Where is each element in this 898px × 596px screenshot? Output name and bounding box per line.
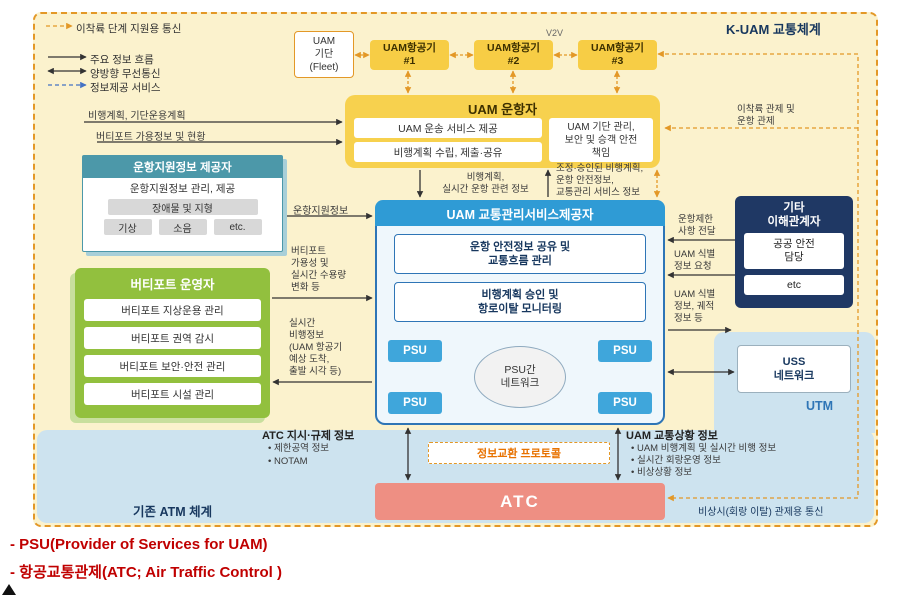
- flow-label-traffic-status-item-2: • 실시간 회랑운영 정보: [631, 455, 721, 466]
- vertiport-item-ground-ops: 버티포트 지상운용 관리: [84, 299, 261, 321]
- tms-provider-title: UAM 교통관리서비스제공자: [375, 200, 665, 226]
- flow-label-id-info: UAM 식별 정보, 궤적 정보 등: [674, 289, 716, 324]
- vertiport-item-facility: 버티포트 시설 관리: [84, 383, 261, 405]
- flow-label-id-request: UAM 식별 정보 요청: [674, 249, 716, 272]
- flow-label-plan-realtime-info: 비행계획, 실시간 운항 관련 정보: [442, 172, 529, 195]
- support-info-provider-box: 운항지원정보 제공자 운항지원정보 관리, 제공 장애물 및 지형 기상 소음 …: [82, 155, 283, 252]
- tms-function-plan-approval: 비행계획 승인 및 항로이탈 모니터링: [394, 282, 646, 322]
- flow-label-approved-plan: 조정·승인된 비행계획, 운항 안전정보, 교통관리 서비스 정보: [556, 163, 644, 198]
- legend-label-landing-comm: 이착륙 단계 지원용 통신: [76, 23, 182, 35]
- flow-label-traffic-status-item-1: • UAM 비행계획 및 실시간 비행 정보: [631, 443, 777, 454]
- support-info-desc: 운항지원정보 관리, 제공: [129, 183, 236, 195]
- utm-label: UTM: [806, 399, 834, 413]
- footnote-atc: - 항공교통관제(ATC; Air Traffic Control ): [10, 564, 282, 581]
- psu-box-bottom-left: PSU: [388, 392, 442, 414]
- vertiport-item-security-safety: 버티포트 보안·안전 관리: [84, 355, 261, 377]
- footnote-psu: - PSU(Provider of Services for UAM): [10, 536, 268, 553]
- support-chip-noise: 소음: [158, 219, 207, 235]
- vertiport-item-area-monitoring: 버티포트 권역 감시: [84, 327, 261, 349]
- psu-box-top-right: PSU: [598, 340, 652, 362]
- legend-label-info-service: 정보제공 서비스: [90, 82, 161, 94]
- uam-aircraft-2-box: UAM항공기 #2: [474, 40, 553, 70]
- uam-operator-title: UAM 운항자: [467, 102, 538, 117]
- psu-network-ellipse: PSU간 네트워크: [474, 346, 566, 408]
- operator-item-flight-plan: 비행계획 수립, 제출·공유: [354, 142, 542, 162]
- operator-item-transport-service: UAM 운송 서비스 제공: [354, 118, 542, 138]
- legend-label-bidirectional: 양방향 무선통신: [90, 68, 161, 80]
- flow-label-realtime-flight-info: 실시간 비행정보 (UAM 항공기 예상 도착, 출발 시각 등): [289, 318, 343, 377]
- flow-label-vertiport-availability: 버티포트 가용정보 및 현황: [96, 132, 206, 143]
- flow-label-takeoff-landing-control: 이착륙 관제 및 운항 관제: [737, 104, 795, 127]
- uam-aircraft-1-box: UAM항공기 #1: [370, 40, 449, 70]
- atc-box: ATC: [375, 483, 665, 520]
- psu-box-bottom-right: PSU: [598, 392, 652, 414]
- stakeholder-etc: etc: [744, 275, 844, 295]
- flow-label-atc-directive-title: ATC 지시·규제 정보: [262, 430, 355, 442]
- flow-label-atc-directive-item-2: • NOTAM: [268, 456, 308, 467]
- support-chip-etc: etc.: [213, 219, 262, 235]
- flow-label-traffic-status-title: UAM 교통상황 정보: [626, 430, 718, 442]
- info-exchange-protocol-box: 정보교환 프로토콜: [428, 442, 610, 464]
- tms-function-safety-info: 운항 안전정보 공유 및 교통흐름 관리: [394, 234, 646, 274]
- flow-label-emergency-comm: 비상시(회랑 이탈) 관제용 통신: [698, 507, 824, 518]
- flow-label-operation-restriction: 운항제한 사항 전달: [678, 214, 716, 237]
- legend-label-main-flow: 주요 정보 흐름: [90, 54, 154, 66]
- uam-aircraft-3-box: UAM항공기 #3: [578, 40, 657, 70]
- flow-label-vertiport-capacity: 버티포트 가용성 및 실시간 수용량 변화 등: [291, 246, 347, 293]
- operator-item-fleet-safety: UAM 기단 관리, 보안 및 승객 안전 책임: [549, 118, 653, 162]
- other-stakeholders-title: 기타 이해관계자: [767, 202, 821, 228]
- other-stakeholders-box: 기타 이해관계자 공공 안전 담당 etc: [735, 196, 853, 308]
- corner-marker-triangle: [2, 584, 16, 595]
- flow-label-flight-plan: 비행계획, 기단운용계획: [88, 111, 186, 122]
- support-info-provider-title: 운항지원정보 제공자: [83, 156, 282, 178]
- flow-label-atc-directive-item-1: • 제한공역 정보: [268, 443, 330, 454]
- kuam-region-label: K-UAM 교통체계: [726, 22, 821, 37]
- flow-label-traffic-status-item-3: • 비상상황 정보: [631, 467, 693, 478]
- support-item-obstacle-terrain: 장애물 및 지형: [107, 199, 258, 215]
- v2v-label: V2V: [546, 28, 564, 38]
- vertiport-operator-title: 버티포트 운영자: [130, 278, 215, 292]
- flow-label-support-info: 운항지원정보: [293, 206, 349, 217]
- atm-region-label: 기존 ATM 체계: [133, 505, 213, 519]
- uss-network-box: USS 네트워크: [737, 345, 851, 393]
- psu-box-top-left: PSU: [388, 340, 442, 362]
- stakeholder-public-safety: 공공 안전 담당: [744, 233, 844, 269]
- uam-fleet-box: UAM 기단 (Fleet): [294, 31, 354, 78]
- support-chip-weather: 기상: [103, 219, 152, 235]
- vertiport-operator-box: 버티포트 운영자 버티포트 지상운용 관리 버티포트 권역 감시 버티포트 보안…: [75, 268, 270, 418]
